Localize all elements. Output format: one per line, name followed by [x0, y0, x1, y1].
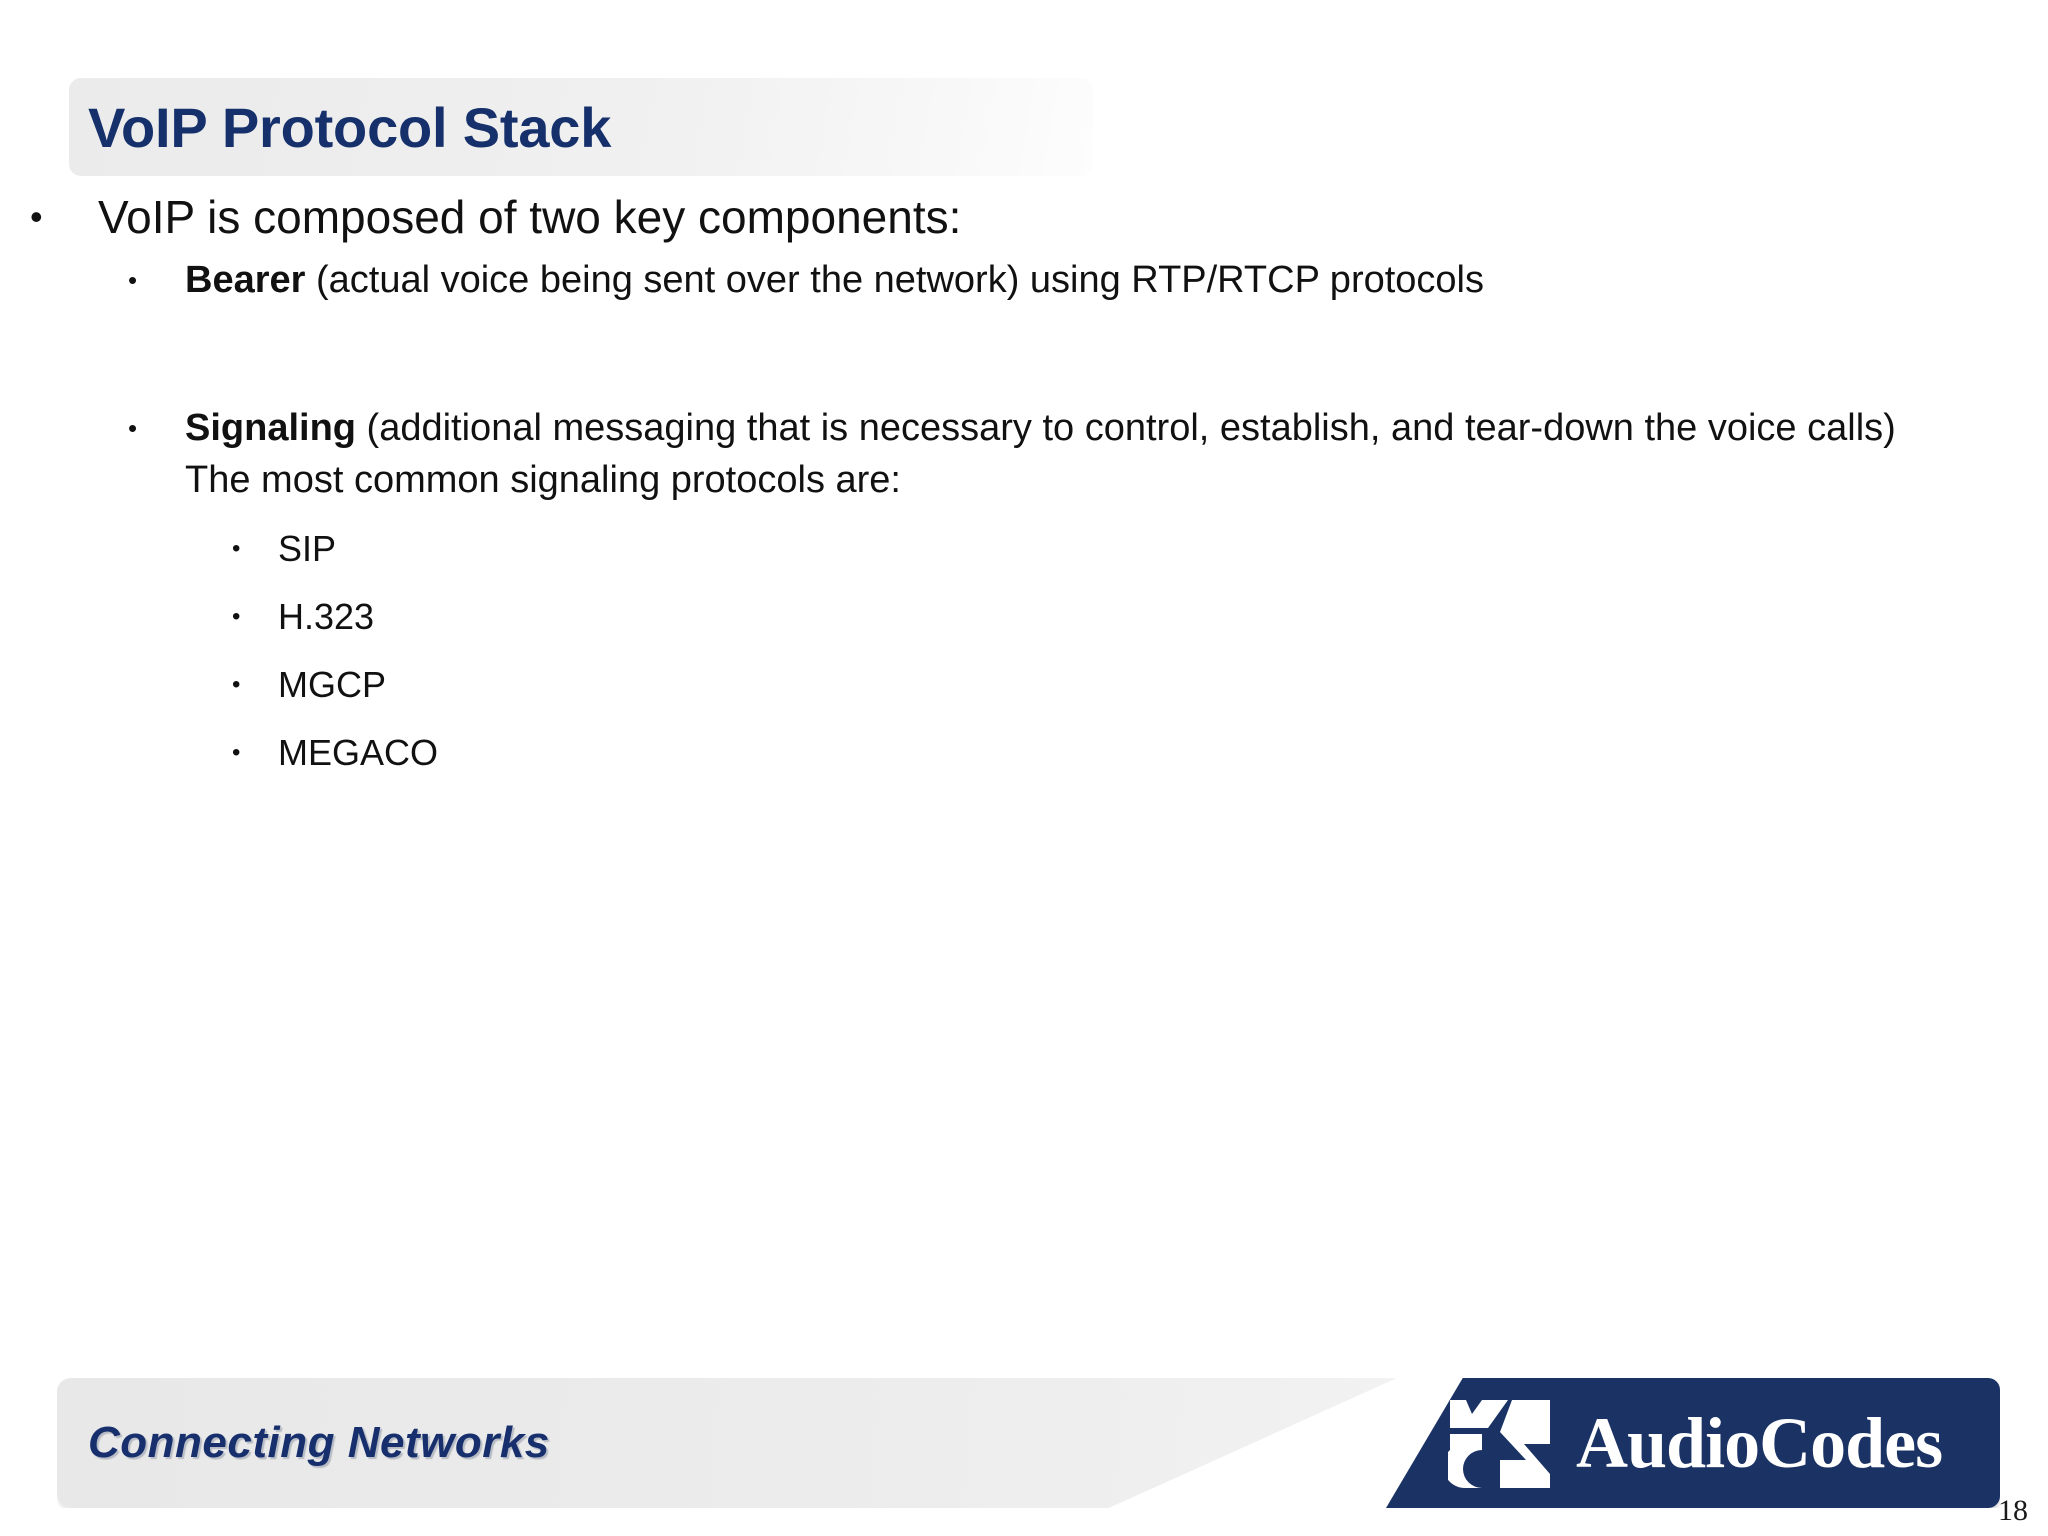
bullet-dot-icon: • — [232, 603, 241, 630]
bearer-lead-label: Bearer — [185, 259, 306, 301]
bullet-dot-icon: • — [128, 413, 138, 443]
signaling-intro-text: The most common signaling protocols are: — [185, 459, 901, 501]
bullet-dot-icon: • — [232, 739, 241, 766]
list-item: • MEGACO — [0, 728, 2048, 778]
list-item: • H.323 — [0, 592, 2048, 642]
slide-body: • VoIP is composed of two key components… — [0, 186, 2048, 778]
bullet-dot-icon: • — [232, 671, 241, 698]
protocol-label: H.323 — [278, 596, 375, 637]
signaling-lead-label: Signaling — [185, 407, 356, 449]
logo-band — [1386, 1378, 2000, 1508]
bullet-dot-icon: • — [128, 265, 138, 295]
slide-number: 18 — [1998, 1494, 2028, 1527]
footer-tagline: Connecting Networks — [88, 1418, 550, 1467]
bullet-dot-icon: • — [30, 196, 43, 237]
vertical-spacer — [0, 306, 2048, 402]
list-item: • SIP — [0, 524, 2048, 574]
page-title: VoIP Protocol Stack — [88, 95, 612, 159]
bullet-level1-text: VoIP is composed of two key components: — [98, 191, 962, 243]
list-item: • MGCP — [0, 660, 2048, 710]
bullet-level2-bearer: • Bearer (actual voice being sent over t… — [0, 254, 2048, 306]
signaling-description: (additional messaging that is necessary … — [356, 407, 1896, 449]
bullet-level2-signaling: • Signaling (additional messaging that i… — [0, 402, 2048, 506]
title-band — [69, 78, 1093, 176]
bearer-description: (actual voice being sent over the networ… — [305, 259, 1484, 301]
brand-wordmark: AudioCodes — [1576, 1402, 1943, 1483]
bullet-level1-components: • VoIP is composed of two key components… — [0, 186, 2048, 248]
protocol-label: SIP — [278, 528, 337, 569]
protocol-label: MEGACO — [278, 732, 439, 773]
bullet-dot-icon: • — [232, 535, 241, 562]
audiocodes-mark-icon — [1448, 1400, 1550, 1488]
protocol-label: MGCP — [278, 664, 386, 705]
